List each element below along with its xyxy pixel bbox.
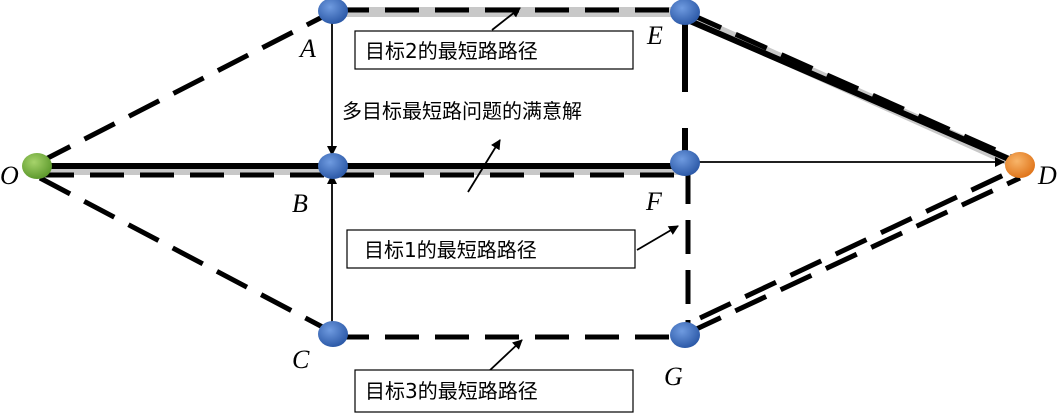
label-G: G <box>664 362 683 391</box>
callout-goal2: 目标2的最短路路径 <box>354 30 634 70</box>
callout-goal3: 目标3的最短路路径 <box>354 369 634 413</box>
node-labels: O A E B F C G D <box>0 21 1057 391</box>
edge-O-A <box>38 9 334 165</box>
edge-G-D-2 <box>698 169 1012 321</box>
node-G <box>670 322 700 348</box>
node-B <box>318 153 348 179</box>
callout-goal3-text: 目标3的最短路路径 <box>365 379 538 403</box>
node-A <box>318 0 348 24</box>
node-O <box>22 153 52 179</box>
callout-solution: 多目标最短路问题的满意解 <box>338 92 688 128</box>
callout-goal1: 目标1的最短路路径 <box>346 229 636 269</box>
edge-E-D <box>688 11 1020 163</box>
nodes <box>22 0 1035 348</box>
node-D <box>1005 152 1035 178</box>
edge-O-C <box>38 175 334 335</box>
callout-solution-text: 多目标最短路问题的满意解 <box>342 99 582 123</box>
callout-goal2-text: 目标2的最短路路径 <box>365 39 538 63</box>
callout-goal1-text: 目标1的最短路路径 <box>364 238 537 262</box>
label-B: B <box>292 189 308 218</box>
directed-edges <box>327 14 1005 330</box>
satisfactory-path <box>40 15 1020 169</box>
label-E: E <box>646 21 663 50</box>
label-D: D <box>1037 161 1057 190</box>
node-E <box>670 0 700 25</box>
callout-pointers <box>467 7 679 373</box>
node-F <box>670 150 700 176</box>
label-F: F <box>645 187 663 216</box>
node-C <box>318 321 348 347</box>
label-C: C <box>292 345 310 374</box>
label-O: O <box>0 161 19 190</box>
edge-G-D <box>688 175 1022 335</box>
label-A: A <box>298 34 316 63</box>
